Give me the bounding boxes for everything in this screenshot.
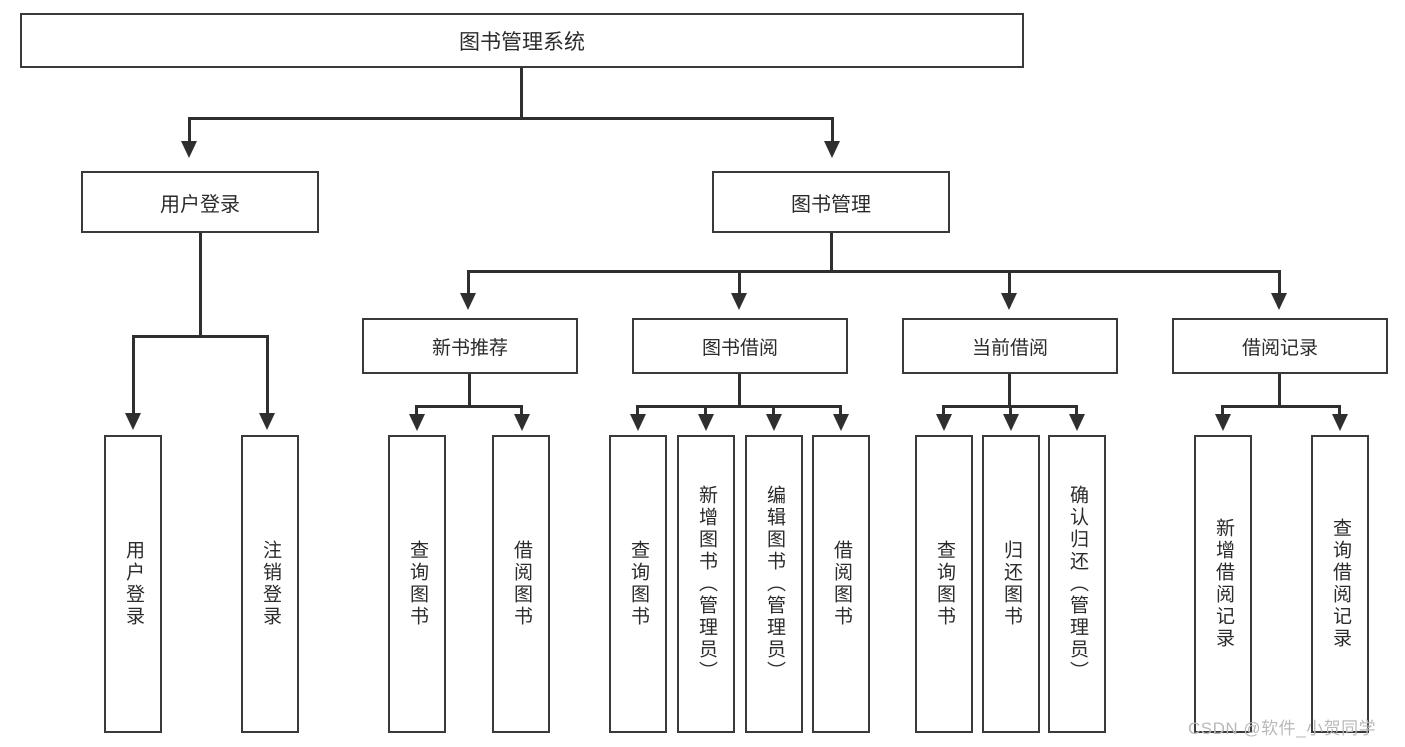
arrow-to-leaf-user-login [125,413,141,430]
arrow-to-leaf-add-book [698,414,714,431]
arrow-to-leaf-borrow-book-bb [833,414,849,431]
node-label: 图书管理系统 [459,30,585,54]
edge-current-borrow-drop-3 [1075,405,1078,417]
edge-current-borrow-drop-2 [1009,405,1012,417]
edge-level3-drop-3 [1008,270,1011,295]
edge-current-borrow-stem [1008,374,1011,407]
node-label: 图书借阅 [701,337,778,359]
edge-user-login-stem [199,233,202,337]
node-book-management[interactable]: 图书管理 [712,171,950,233]
edge-new-book-drop-1 [415,405,418,417]
leaf-confirm-return-admin[interactable]: 确认归还（管理员） [1048,435,1106,733]
leaf-query-book-new-recommend[interactable]: 查询图书 [388,435,446,733]
arrow-to-current-borrow [1001,293,1017,310]
edge-level3-bus [467,270,1281,273]
arrow-to-leaf-return-book [1003,414,1019,431]
edge-book-borrow-bus [636,405,842,408]
node-new-book-recommend[interactable]: 新书推荐 [362,318,578,374]
edge-book-borrow-drop-3 [772,405,775,417]
arrow-to-borrow-record [1271,293,1287,310]
node-label: 图书管理 [791,193,871,216]
node-label: 当前借阅 [971,337,1048,359]
edge-root-stem [520,68,523,119]
edge-book-borrow-drop-4 [839,405,842,417]
edge-current-borrow-drop-1 [942,405,945,417]
arrow-to-leaf-edit-book [766,414,782,431]
edge-root-drop-left [188,117,191,143]
edge-user-login-drop-1 [132,335,135,415]
edge-book-borrow-drop-1 [636,405,639,417]
node-user-login[interactable]: 用户登录 [81,171,319,233]
leaf-return-book[interactable]: 归还图书 [982,435,1040,733]
arrow-to-leaf-borrow-book-nbr [514,414,530,431]
edge-borrow-record-drop-1 [1221,405,1224,417]
edge-new-book-bus [415,405,523,408]
arrow-to-leaf-query-book-nbr [409,414,425,431]
node-label: 编辑图书（管理员） [763,485,785,683]
edge-user-login-bus [132,335,269,338]
node-label: 用户登录 [122,540,144,628]
leaf-user-login[interactable]: 用户登录 [104,435,162,733]
node-label: 新增借阅记录 [1212,518,1234,650]
node-label: 新增图书（管理员） [695,485,717,683]
node-label: 借阅记录 [1241,337,1318,359]
node-label: 查询图书 [627,540,649,628]
edge-new-book-stem [468,374,471,407]
edge-level3-drop-2 [738,270,741,295]
edge-borrow-record-stem [1278,374,1281,407]
arrow-to-leaf-query-book-bb [630,414,646,431]
leaf-borrow-book[interactable]: 借阅图书 [812,435,870,733]
arrow-to-leaf-logout [259,413,275,430]
edge-borrow-record-drop-2 [1338,405,1341,417]
node-current-borrow[interactable]: 当前借阅 [902,318,1118,374]
node-label: 查询借阅记录 [1329,518,1351,650]
arrow-to-new-book-recommend [460,293,476,310]
node-label: 查询图书 [933,540,955,628]
leaf-query-borrow-record[interactable]: 查询借阅记录 [1311,435,1369,733]
edge-book-borrow-stem [738,374,741,407]
edge-level3-drop-4 [1278,270,1281,295]
node-book-borrow[interactable]: 图书借阅 [632,318,848,374]
arrow-to-leaf-query-record [1332,414,1348,431]
leaf-query-book-borrow[interactable]: 查询图书 [609,435,667,733]
node-label: 确认归还（管理员） [1066,485,1088,683]
leaf-add-book-admin[interactable]: 新增图书（管理员） [677,435,735,733]
arrow-to-book-management [824,141,840,158]
edge-level3-drop-1 [467,270,470,295]
edge-root-drop-right [831,117,834,143]
edge-book-management-stem [830,233,833,272]
leaf-add-borrow-record[interactable]: 新增借阅记录 [1194,435,1252,733]
arrow-to-leaf-confirm-return [1069,414,1085,431]
watermark: CSDN @软件_小贺同学 [1188,719,1377,738]
arrow-to-leaf-query-book-cb [936,414,952,431]
arrow-to-book-borrow [731,293,747,310]
node-root-system[interactable]: 图书管理系统 [20,13,1024,68]
node-label: 借阅图书 [510,540,532,628]
arrow-to-user-login [181,141,197,158]
node-label: 归还图书 [1000,540,1022,628]
edge-book-borrow-drop-2 [704,405,707,417]
leaf-query-book-current[interactable]: 查询图书 [915,435,973,733]
node-label: 注销登录 [259,540,281,628]
leaf-edit-book-admin[interactable]: 编辑图书（管理员） [745,435,803,733]
arrow-to-leaf-add-record [1215,414,1231,431]
leaf-borrow-book-new-recommend[interactable]: 借阅图书 [492,435,550,733]
leaf-logout[interactable]: 注销登录 [241,435,299,733]
edge-root-bus [188,117,834,120]
node-label: 新书推荐 [431,337,508,359]
edge-borrow-record-bus [1221,405,1341,408]
edge-new-book-drop-2 [520,405,523,417]
node-label: 用户登录 [160,193,240,216]
node-label: 借阅图书 [830,540,852,628]
node-borrow-record[interactable]: 借阅记录 [1172,318,1388,374]
node-label: 查询图书 [406,540,428,628]
edge-user-login-drop-2 [266,335,269,415]
